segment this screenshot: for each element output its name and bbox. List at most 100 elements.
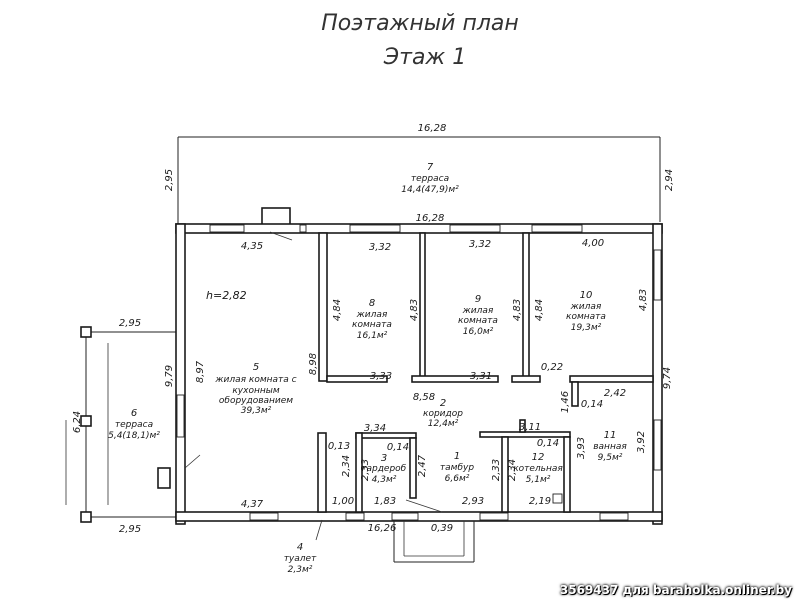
svg-text:2,19: 2,19 — [529, 496, 551, 507]
svg-text:4,83: 4,83 — [638, 289, 649, 311]
room-2-label: 2 коридор 12,4м² — [423, 398, 463, 429]
svg-text:4,83: 4,83 — [409, 299, 420, 321]
dimensions: 16,28 2,95 2,94 16,28 4,35 3,32 3,32 4,0… — [72, 123, 675, 535]
svg-text:16,1м²: 16,1м² — [357, 331, 388, 341]
room-5-label: 5 жилая комната с кухонным оборудованием… — [214, 362, 296, 416]
svg-text:терраса: терраса — [115, 420, 153, 430]
room-6-label: 6 терраса 5,4(18,1)м² — [108, 408, 160, 441]
left-wall-window — [176, 394, 185, 438]
svg-text:туалет: туалет — [284, 554, 317, 564]
upper-terrace-outline — [177, 136, 661, 224]
svg-text:2,94: 2,94 — [664, 169, 675, 191]
svg-text:2,47: 2,47 — [417, 454, 428, 477]
svg-text:5,1м²: 5,1м² — [526, 475, 551, 485]
svg-text:0,14: 0,14 — [537, 438, 559, 449]
entrance-porch — [393, 521, 475, 563]
svg-text:4,37: 4,37 — [241, 499, 264, 510]
svg-text:2,42: 2,42 — [604, 388, 626, 399]
svg-text:4,35: 4,35 — [241, 241, 263, 252]
svg-text:9: 9 — [475, 294, 481, 305]
top-windows — [209, 224, 583, 233]
svg-text:14,4(47,9)м²: 14,4(47,9)м² — [401, 185, 459, 195]
svg-text:6,24: 6,24 — [72, 411, 83, 433]
svg-text:2,34: 2,34 — [507, 459, 518, 481]
svg-text:комната: комната — [352, 320, 392, 330]
room-7-label: 7 терраса 14,4(47,9)м² — [401, 162, 459, 195]
svg-text:0,14: 0,14 — [387, 442, 409, 453]
svg-text:0,22: 0,22 — [541, 362, 563, 373]
svg-text:10: 10 — [580, 290, 593, 301]
svg-text:3,93: 3,93 — [576, 437, 587, 459]
svg-text:2,3м²: 2,3м² — [288, 565, 313, 575]
title-line-1: Поэтажный план — [321, 11, 519, 36]
svg-text:2,34: 2,34 — [341, 455, 352, 477]
svg-text:9,5м²: 9,5м² — [598, 453, 623, 463]
svg-text:гардероб: гардероб — [362, 464, 407, 474]
svg-text:1,46: 1,46 — [560, 391, 571, 413]
svg-text:1,83: 1,83 — [374, 496, 396, 507]
svg-text:3,32: 3,32 — [369, 242, 391, 253]
right-wall-window-2 — [653, 419, 662, 471]
entry-door-top — [269, 231, 293, 241]
right-wall-window — [653, 249, 662, 301]
room-10-label: 10 жилая комната 19,3м² — [566, 290, 606, 333]
svg-text:5,4(18,1)м²: 5,4(18,1)м² — [108, 431, 160, 441]
room-4-label: 4 туалет 2,3м² — [284, 542, 317, 575]
svg-text:3,34: 3,34 — [364, 423, 386, 434]
room-12-label: 12 котельная 5,1м² — [513, 452, 563, 485]
svg-text:8,97: 8,97 — [195, 360, 206, 383]
room-11-label: 11 ванная 9,5м² — [593, 430, 627, 463]
svg-text:0,39: 0,39 — [431, 523, 453, 534]
svg-text:16,26: 16,26 — [368, 523, 397, 534]
svg-text:0,13: 0,13 — [328, 441, 350, 452]
svg-text:жилая: жилая — [462, 306, 494, 316]
svg-text:6,6м²: 6,6м² — [445, 474, 470, 484]
svg-text:тамбур: тамбур — [440, 463, 474, 473]
svg-text:5: 5 — [253, 362, 259, 373]
svg-text:3,33: 3,33 — [370, 371, 392, 382]
svg-text:0,14: 0,14 — [581, 399, 603, 410]
svg-text:кухонным: кухонным — [232, 386, 279, 396]
svg-text:9,74: 9,74 — [662, 367, 673, 389]
watermark: 3569437 для baraholka.onliner.by — [559, 583, 792, 597]
svg-text:11: 11 — [604, 430, 617, 441]
boiler-symbol — [552, 493, 563, 504]
svg-text:8,58: 8,58 — [413, 392, 435, 403]
svg-text:8: 8 — [369, 298, 375, 309]
svg-text:3,31: 3,31 — [470, 371, 492, 382]
svg-text:9,79: 9,79 — [164, 365, 175, 387]
svg-text:4,83: 4,83 — [512, 299, 523, 321]
svg-text:4,84: 4,84 — [332, 299, 343, 321]
room-3-label: 3 гардероб 4,3м² — [362, 453, 407, 485]
interior-walls — [317, 232, 654, 513]
svg-text:котельная: котельная — [513, 464, 563, 474]
svg-text:2,93: 2,93 — [462, 496, 484, 507]
svg-text:16,28: 16,28 — [416, 213, 445, 224]
room-4-leader — [315, 519, 323, 541]
svg-text:19,3м²: 19,3м² — [571, 323, 602, 333]
svg-text:7: 7 — [427, 162, 434, 173]
svg-text:16,0м²: 16,0м² — [463, 327, 494, 337]
svg-text:жилая: жилая — [570, 302, 602, 312]
room-1-label: 1 тамбур 6,6м² — [440, 451, 474, 484]
svg-text:жилая: жилая — [356, 310, 388, 320]
svg-text:4,84: 4,84 — [534, 299, 545, 321]
svg-text:ванная: ванная — [593, 442, 627, 452]
svg-text:2,95: 2,95 — [119, 524, 141, 535]
svg-text:терраса: терраса — [411, 174, 449, 184]
svg-text:39,3м²: 39,3м² — [241, 406, 272, 416]
svg-text:коридор: коридор — [423, 409, 463, 419]
svg-text:8,98: 8,98 — [308, 353, 319, 375]
svg-text:1: 1 — [454, 451, 460, 462]
svg-text:12: 12 — [532, 452, 545, 463]
svg-text:3,32: 3,32 — [469, 239, 491, 250]
room-9-label: 9 жилая комната 16,0м² — [458, 294, 498, 337]
svg-text:12,4м²: 12,4м² — [428, 419, 459, 429]
left-terrace-door — [157, 467, 171, 489]
svg-text:3,92: 3,92 — [636, 431, 647, 453]
svg-text:2,95: 2,95 — [119, 318, 141, 329]
outer-walls — [175, 223, 663, 525]
svg-text:6: 6 — [131, 408, 137, 419]
svg-text:2,33: 2,33 — [360, 459, 371, 481]
